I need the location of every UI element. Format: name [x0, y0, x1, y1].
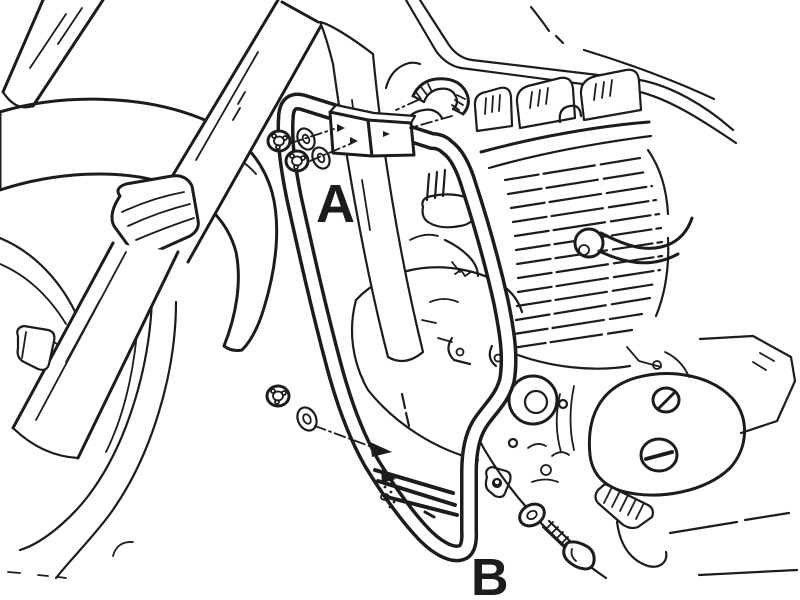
- upper-fasteners: [266, 127, 351, 173]
- spark-plug: [573, 216, 694, 265]
- cylinder-head-fins: [503, 148, 670, 370]
- bolt-hole-mark: [383, 131, 390, 137]
- u-bolt-clamp: [395, 77, 470, 129]
- lower-mount-plate: [370, 442, 459, 519]
- valve-cover: [473, 68, 653, 170]
- lower-fasteners: [265, 384, 373, 448]
- footpeg: [594, 482, 668, 568]
- ground-marks: [7, 541, 134, 579]
- bolt-hole-mark: [337, 124, 345, 132]
- upper-mounting-bracket: [328, 103, 417, 158]
- pointer-arrow-icon: [370, 442, 392, 457]
- engine-guard-tube: [276, 92, 518, 563]
- ground-line: [668, 511, 799, 577]
- label-lower-mount: B: [471, 549, 509, 600]
- pointer-arrow-small-icon: [381, 470, 396, 483]
- lower-bolt: [484, 465, 596, 571]
- front-fork: [1, 0, 324, 460]
- label-upper-mount: A: [316, 174, 355, 234]
- crankcase-cover: [476, 334, 797, 580]
- bolt-hole-mark: [350, 137, 358, 145]
- callout-labels: A B: [316, 174, 509, 600]
